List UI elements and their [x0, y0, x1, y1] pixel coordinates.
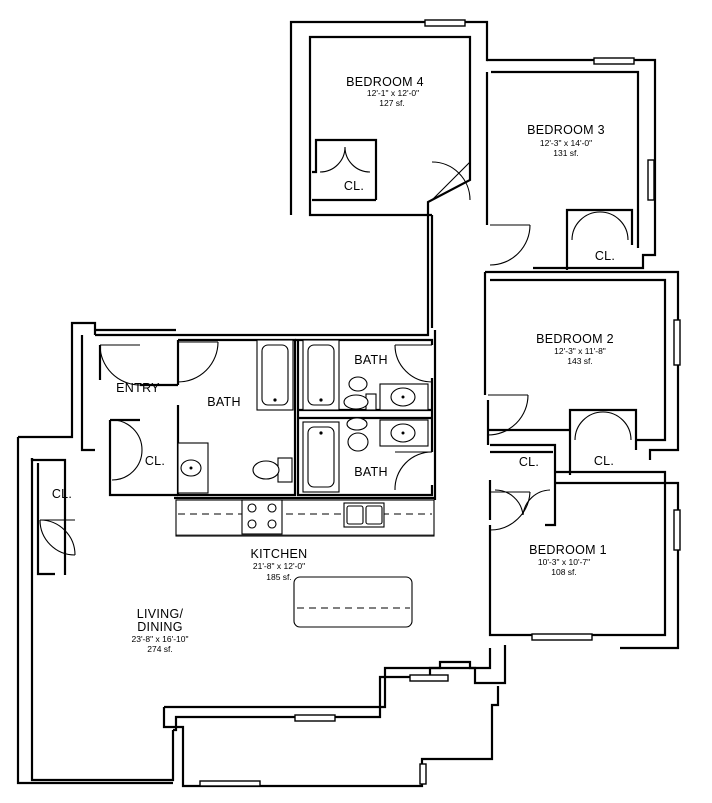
room-labels: BEDROOM 4 12'-1" x 12'-0" 127 sf. BEDROO…: [116, 75, 614, 654]
sink: [379, 383, 429, 411]
toilet: [343, 376, 377, 411]
kitchen-sink: [343, 502, 385, 528]
closet-label: CL.: [595, 249, 615, 263]
bedroom-4-dims: 12'-1" x 12'-0": [367, 88, 419, 98]
toilet: [346, 417, 369, 452]
toilet: [252, 457, 293, 483]
closet-label: CL.: [52, 487, 72, 501]
kitchen-label: KITCHEN: [251, 547, 308, 561]
fixtures: [175, 339, 435, 628]
bath-bottom-label: BATH: [354, 465, 388, 479]
kitchen-area: 185 sf.: [266, 572, 292, 582]
windows: [199, 19, 681, 787]
sink: [177, 442, 209, 494]
bedroom-3-area: 131 sf.: [553, 148, 579, 158]
bedroom-2-label: BEDROOM 2: [536, 332, 614, 346]
living-area: 274 sf.: [147, 644, 173, 654]
bath-top-label: BATH: [354, 353, 388, 367]
living-label-line1: LIVING/: [137, 607, 184, 621]
bedroom-2-area: 143 sf.: [567, 356, 593, 366]
closet-label: CL.: [519, 455, 539, 469]
living-dims: 23'-8" x 16'-10": [131, 634, 188, 644]
sink: [379, 419, 429, 447]
bedroom-1-label: BEDROOM 1: [529, 543, 607, 557]
bathtub: [302, 339, 340, 411]
closet-label: CL.: [344, 179, 364, 193]
bathtub: [256, 339, 294, 411]
range-stove: [241, 499, 283, 535]
bedroom-1-area: 108 sf.: [551, 567, 577, 577]
bedroom-4-area: 127 sf.: [379, 98, 405, 108]
closet-label: CL.: [145, 454, 165, 468]
bath-left-label: BATH: [207, 395, 241, 409]
bedroom-3-dims: 12'-3" x 14'-0": [540, 138, 592, 148]
bedroom-4-label: BEDROOM 4: [346, 75, 424, 89]
bedroom-3-label: BEDROOM 3: [527, 123, 605, 137]
living-label-line2: DINING: [137, 620, 183, 634]
kitchen-dims: 21'-8" x 12'-0": [253, 561, 305, 571]
bathtub: [302, 421, 340, 493]
kitchen-counter: [175, 499, 435, 537]
doors: [39, 146, 632, 556]
bedroom-1-dims: 10'-3" x 10'-7": [538, 557, 590, 567]
bedroom-2-dims: 12'-3" x 11'-8": [554, 346, 606, 356]
kitchen-island: [293, 576, 413, 628]
entry-label: ENTRY: [116, 381, 160, 395]
closet-labels: CL. CL. CL. CL. CL. CL.: [52, 179, 615, 501]
closet-label: CL.: [594, 454, 614, 468]
